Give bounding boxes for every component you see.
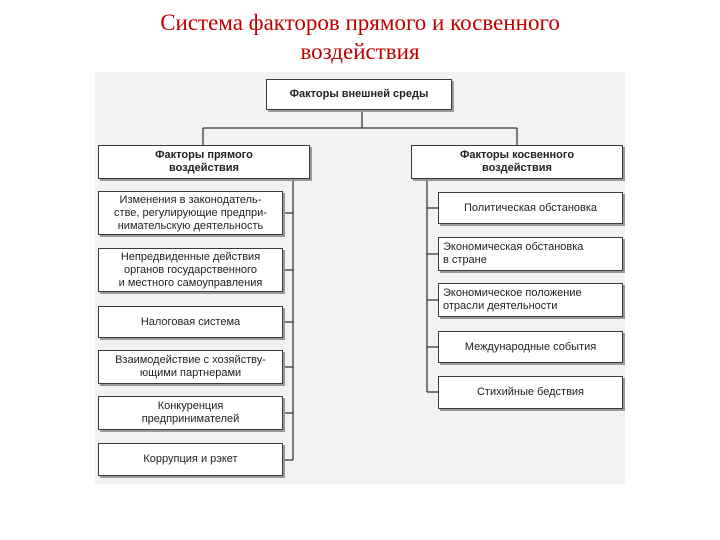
direct-factor-label: Налоговая система [140, 315, 241, 328]
indirect-factor-political: Политическая обстановка [438, 192, 623, 224]
direct-factor-legislation: Изменения в законодатель- стве, регулиру… [98, 191, 283, 235]
indirect-factor-label: Экономическая обстановка в стране [443, 241, 584, 266]
indirect-factor-international: Международные события [438, 331, 623, 363]
direct-factor-competition: Конкуренция предпринимателей [98, 396, 283, 430]
slide-title-line-1: Система факторов прямого и косвенного [160, 10, 560, 35]
direct-factor-corruption: Коррупция и рэкет [98, 443, 283, 476]
indirect-factor-label: Международные события [464, 340, 597, 353]
direct-factor-label: Непредвиденные действия органов государс… [118, 250, 263, 289]
direct-factor-label: Конкуренция предпринимателей [141, 400, 240, 425]
root-node-label: Факторы внешней среды [289, 88, 429, 100]
indirect-factor-label: Политическая обстановка [463, 201, 598, 214]
slide-title: Система факторов прямого и косвенного во… [0, 8, 720, 66]
direct-factors-header: Факторы прямого воздействия [98, 145, 310, 179]
indirect-factor-label: Стихийные бедствия [476, 386, 585, 398]
root-node: Факторы внешней среды [266, 79, 452, 110]
direct-factor-government-actions: Непредвиденные действия органов государс… [98, 248, 283, 292]
direct-factor-tax-system: Налоговая система [98, 306, 283, 338]
direct-factor-label: Изменения в законодатель- стве, регулиру… [114, 193, 267, 232]
direct-factor-partners: Взаимодействие с хозяйству- ющими партне… [98, 350, 283, 384]
direct-factor-label: Взаимодействие с хозяйству- ющими партне… [115, 354, 266, 379]
indirect-factors-header: Факторы косвенного воздействия [411, 145, 623, 179]
indirect-factor-economic-country: Экономическая обстановка в стране [438, 237, 623, 271]
indirect-factors-header-label: Факторы косвенного воздействия [459, 149, 575, 174]
indirect-factor-label: Экономическое положение отрасли деятельн… [443, 287, 582, 312]
indirect-factor-economic-industry: Экономическое положение отрасли деятельн… [438, 283, 623, 317]
slide-title-line-2: воздействия [300, 39, 420, 64]
indirect-factor-disasters: Стихийные бедствия [438, 376, 623, 409]
direct-factor-label: Коррупция и рэкет [143, 453, 238, 465]
direct-factors-header-label: Факторы прямого воздействия [155, 149, 253, 174]
